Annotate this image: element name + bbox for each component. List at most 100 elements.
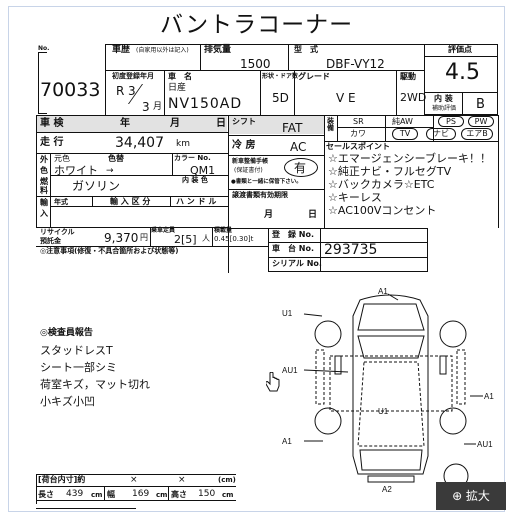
inspection-month-unit: 月 xyxy=(170,118,180,129)
inspector-item: 荷室キズ，マット切れ xyxy=(40,378,150,391)
cargo-length-value: 439 xyxy=(66,489,84,499)
sales-point-item: ☆AC100Vコンセント xyxy=(328,204,437,217)
sales-point-item: ☆キーレス xyxy=(328,191,382,204)
color-arrow: → xyxy=(106,166,114,176)
warranty-label: 新車整備手帳 xyxy=(232,158,269,165)
recycle-label: リサイクル xyxy=(40,228,75,236)
stock-bracket xyxy=(38,52,47,114)
orig-color-label: 元色 xyxy=(54,154,70,163)
sales-point-item: ☆エマージェンシーブレーキ！！ xyxy=(328,152,491,165)
damage-u1-center: U1 xyxy=(378,407,389,416)
warranty-value: 有 xyxy=(294,161,307,175)
sales-points-label: セールスポイント xyxy=(326,142,390,151)
recycle-unit: 円 xyxy=(140,233,148,242)
grade-value: V E xyxy=(336,91,356,105)
drive-value: 2WD xyxy=(400,91,427,104)
damage-u1-left: U1 xyxy=(282,309,293,318)
equip-aw: 純AW xyxy=(392,117,413,126)
handle-label: ハ ン ド ル xyxy=(176,197,217,206)
equip-pw: PW xyxy=(468,116,494,127)
mileage-label: 走 行 xyxy=(40,137,64,148)
inspector-item: 小キズ小凹 xyxy=(40,395,95,408)
first-reg-month: 3 xyxy=(142,100,150,114)
color-no-label: カラー No. xyxy=(174,154,211,162)
drive-label: 駆動 xyxy=(400,72,416,81)
equip-leather: カワ xyxy=(350,129,366,138)
damage-a1-top: A1 xyxy=(378,287,388,296)
cargo-height-label: 高さ xyxy=(171,490,187,499)
doc-expiry-month-unit: 月 xyxy=(264,210,274,220)
first-reg-year: 3 xyxy=(128,84,136,98)
score-value: 4.5 xyxy=(445,60,480,85)
displacement-value: 1500 xyxy=(240,57,271,71)
load-value: 0.45[0.30]t xyxy=(214,235,254,243)
capacity-label: 乗車定員 xyxy=(151,227,176,234)
aircon-label: 冷 房 xyxy=(232,140,256,151)
color-value: ホワイト xyxy=(54,164,98,177)
doc-expiry-label: 譲渡書類有効期限 xyxy=(232,191,288,199)
history-sub-label: (自家用以外は記入) xyxy=(136,47,189,54)
damage-a2-bottom: A2 xyxy=(382,485,392,494)
car-name-value: NV150AD xyxy=(168,96,243,112)
stock-number: 70033 xyxy=(40,79,101,101)
registration-box xyxy=(268,228,428,272)
equip-navi: ナビ xyxy=(426,128,456,140)
notes-label: ◎注意事項(修復・不具合箇所および状態等) xyxy=(40,247,179,255)
capacity-unit: 人 xyxy=(202,234,210,243)
equip-tv: TV xyxy=(392,128,418,140)
fuel-value: ガソリン xyxy=(72,179,121,193)
import-label-2: 入 xyxy=(40,209,48,218)
score-box xyxy=(424,44,498,115)
zoom-button[interactable]: ⊕ 拡大 xyxy=(436,482,506,510)
inspector-label: ◎検査員報告 xyxy=(40,328,93,338)
inspector-item: シート一部シミ xyxy=(40,361,117,374)
shift-value: FAT xyxy=(282,121,303,135)
doors-value: 5D xyxy=(272,91,289,105)
car-diagram: A1 U1 AU1 U1 A1 A1 AU1 A2 xyxy=(282,287,494,494)
sheet-frame xyxy=(8,6,505,512)
reg-no-label: 登 録 No. xyxy=(272,230,315,239)
color-no-value: QM1 xyxy=(190,164,216,177)
car-maker: 日産 xyxy=(168,83,187,93)
wheel-rear-left xyxy=(314,407,342,435)
wheel-front-left xyxy=(314,320,342,348)
wheel-rear-right xyxy=(439,407,467,435)
sheet-title: バントラコーナー xyxy=(160,12,354,38)
first-reg-era: R xyxy=(116,84,125,98)
cargo-height-unit: cm xyxy=(222,491,234,499)
cargo-width-value: 169 xyxy=(132,489,150,499)
fuel-label-2: 料 xyxy=(40,186,48,195)
first-reg-label: 初度登録年月 xyxy=(112,72,154,80)
interior-label: 内 装 xyxy=(434,94,453,103)
cargo-width-label: 幅 xyxy=(107,490,115,499)
equipment-label: 装備 xyxy=(327,117,334,132)
model-value: DBF-VY12 xyxy=(326,57,385,71)
inspection-label: 車 検 xyxy=(40,118,64,129)
capacity-value: 2[5] xyxy=(174,233,197,246)
mileage-value: 34,407 xyxy=(115,135,164,151)
damage-a1-bottom-left: A1 xyxy=(282,437,292,446)
warranty-circle xyxy=(284,158,318,177)
equip-airbag: エアB xyxy=(461,128,493,140)
import-year-label: 年式 xyxy=(54,198,68,206)
fuel-label-1: 燃 xyxy=(40,177,48,186)
damage-au1-left: AU1 xyxy=(282,366,298,375)
hand-cursor-icon xyxy=(265,371,280,394)
first-reg-month-unit: 月 xyxy=(153,102,163,112)
chassis-label: 車 台 No. xyxy=(272,244,315,253)
cargo-box xyxy=(36,474,236,504)
inspection-day-unit: 日 xyxy=(216,118,226,129)
interior-sub-label: 補助評価 xyxy=(432,105,457,112)
cargo-unit: (cm) xyxy=(218,476,236,484)
interior-value: B xyxy=(476,97,485,112)
history-label: 車歴 xyxy=(112,45,131,55)
color-label-2: 色 xyxy=(40,166,48,175)
color-label-1: 外 xyxy=(40,155,48,164)
cargo-times-2: × xyxy=(178,475,186,485)
interior-color-label: 内 装 色 xyxy=(182,176,208,184)
import-category-label: 輸 入 区 分 xyxy=(110,197,151,206)
warranty-note: ●書類と一緒に保管下さい。 xyxy=(231,179,302,185)
recycle-value: 9,370 xyxy=(104,231,139,245)
inspection-year-unit: 年 xyxy=(120,118,130,129)
score-label: 評価点 xyxy=(448,45,472,54)
